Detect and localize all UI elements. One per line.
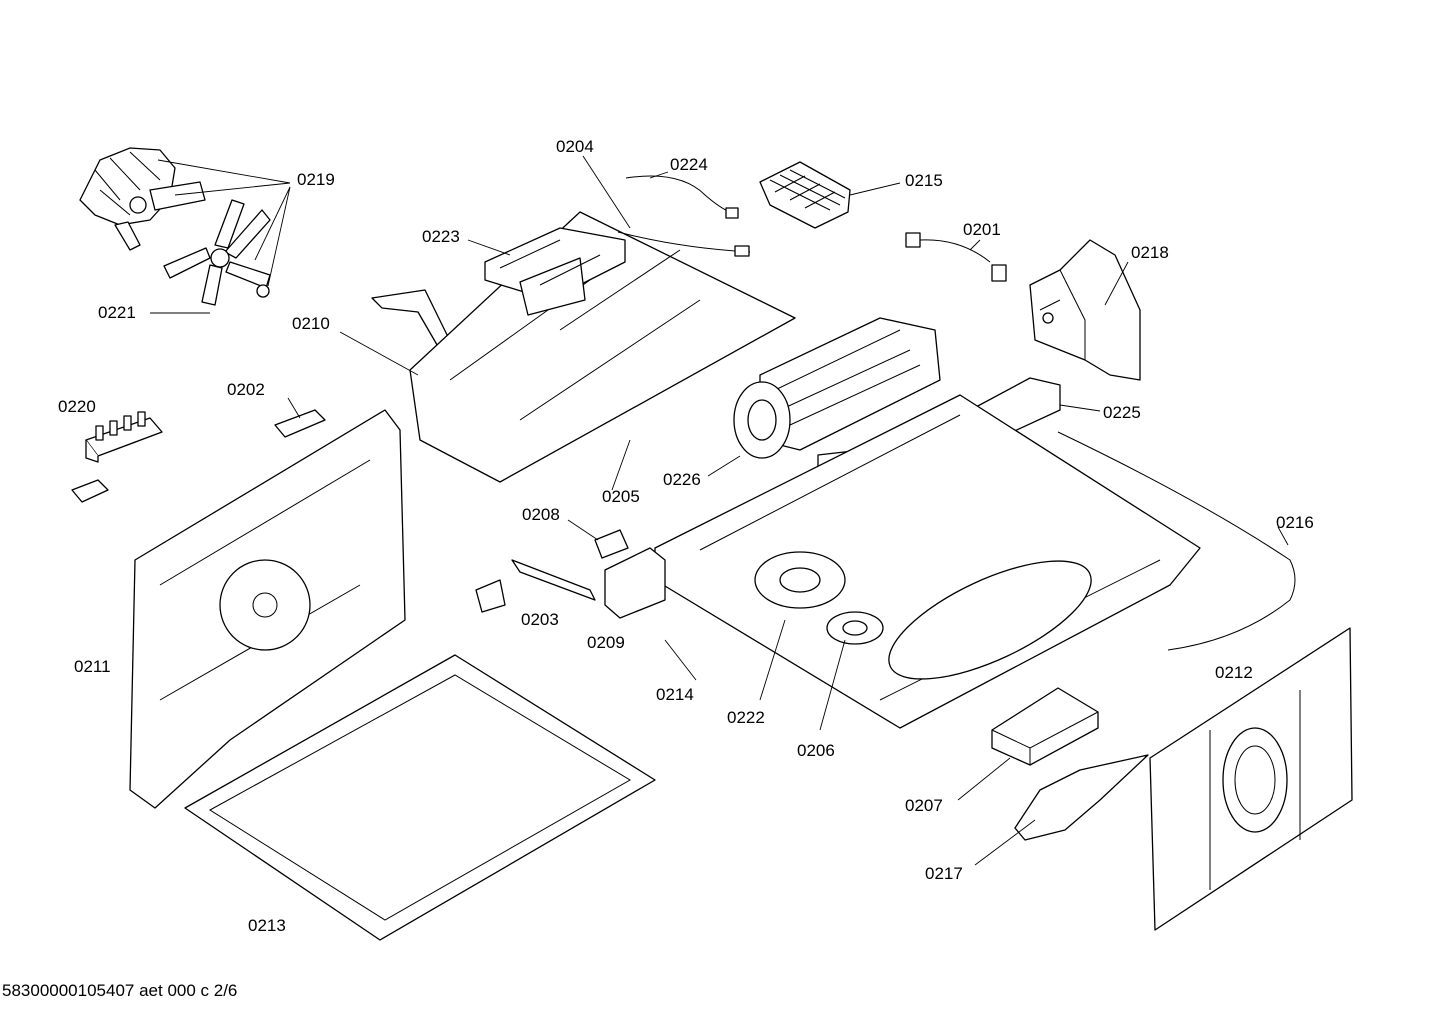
sensor-part-0216[interactable] (1057, 431, 1296, 651)
callout-0203: 0203 (521, 610, 559, 629)
thermostat-part-0208[interactable] (594, 529, 629, 559)
fan-blade-part-0221[interactable] (163, 199, 271, 306)
callout-0208: 0208 (522, 505, 560, 524)
bottom-tray-part-0213[interactable] (184, 654, 656, 941)
callout-0221: 0221 (98, 303, 136, 322)
callout-0215: 0215 (905, 171, 943, 190)
callout-0209: 0209 (587, 633, 625, 652)
wire-part-0224[interactable] (625, 175, 731, 213)
leader-lines (150, 155, 1289, 866)
callout-0214: 0214 (656, 685, 694, 704)
callout-0211: 0211 (74, 657, 111, 676)
relay-part-0209[interactable] (604, 547, 666, 619)
callout-0223: 0223 (422, 227, 460, 246)
callout-0202: 0202 (227, 380, 265, 399)
callout-0207: 0207 (905, 796, 943, 815)
callout-0204: 0204 (556, 137, 594, 156)
bracket-part-0218[interactable] (1029, 239, 1141, 381)
callout-0226: 0226 (663, 470, 701, 489)
nut-part-0219[interactable] (256, 284, 270, 298)
callout-0222: 0222 (727, 708, 765, 727)
callout-0219: 0219 (297, 170, 335, 189)
terminal-strip-part-0220[interactable] (85, 411, 163, 463)
blower-part-0222[interactable] (754, 551, 846, 609)
grille-part-0215[interactable] (759, 161, 851, 229)
callout-0206: 0206 (797, 741, 835, 760)
side-panel-part-0211[interactable] (129, 409, 406, 809)
callout-labels: 0219 0221 0210 0220 0202 0204 0224 0215 … (58, 137, 1314, 935)
callout-0205: 0205 (602, 487, 640, 506)
control-module-part-0207[interactable] (991, 687, 1099, 766)
callout-0213: 0213 (248, 916, 286, 935)
callout-0224: 0224 (670, 155, 708, 174)
callout-0217: 0217 (925, 864, 963, 883)
wire-connector-part-0224[interactable] (725, 207, 739, 219)
callout-0216: 0216 (1276, 513, 1314, 532)
callout-0218: 0218 (1131, 243, 1169, 262)
callout-0212: 0212 (1215, 663, 1253, 682)
cable-part-0201[interactable] (905, 232, 1007, 282)
switch-part-0202[interactable] (274, 409, 326, 438)
base-plate-part-0214[interactable] (654, 394, 1201, 729)
callout-0225: 0225 (1103, 403, 1141, 422)
wire-connector-part-0204[interactable] (734, 245, 750, 257)
cover-part-0217[interactable] (1014, 754, 1149, 841)
connector-part-0220[interactable] (71, 479, 109, 503)
drawing-reference-number: 58300000105407 aet 000 c 2/6 (2, 981, 238, 1000)
callout-0220: 0220 (58, 397, 96, 416)
callout-0210: 0210 (292, 314, 330, 333)
sensor-part-0203[interactable] (475, 559, 596, 613)
tangential-fan-part-0226[interactable] (733, 317, 941, 459)
relay-box-part-0223[interactable] (484, 227, 626, 316)
front-panel-part-0212[interactable] (1149, 627, 1353, 931)
ring-part-0206[interactable] (826, 611, 884, 645)
callout-0201: 0201 (963, 220, 1001, 239)
fan-motor-part-0219[interactable] (79, 147, 206, 251)
